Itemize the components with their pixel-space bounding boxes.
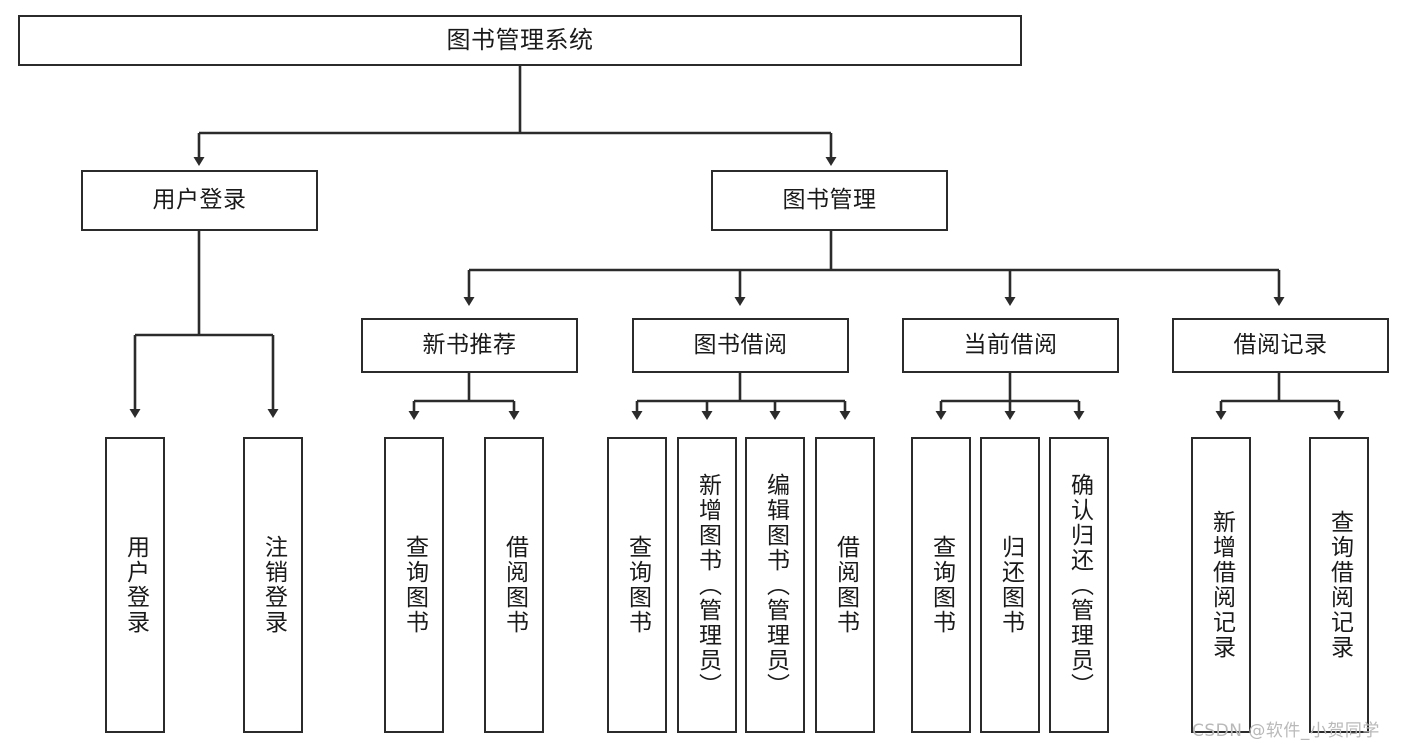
node-leaf-user-login[interactable]: 用户登录 [105, 437, 165, 733]
node-leaf-add-record[interactable]: 新增借阅记录 [1191, 437, 1251, 733]
node-user-login[interactable]: 用户登录 [81, 170, 318, 231]
node-leaf-query-book-3-label: 查询图书 [928, 535, 955, 635]
node-current-borrow-label: 当前借阅 [963, 331, 1058, 358]
watermark: CSDN @软件_小贺同学 [1192, 721, 1380, 741]
node-leaf-logout-label: 注销登录 [260, 535, 287, 635]
node-leaf-logout[interactable]: 注销登录 [243, 437, 303, 733]
node-leaf-confirm-return[interactable]: 确认归还（管理员） [1049, 437, 1109, 733]
node-leaf-query-book-2[interactable]: 查询图书 [607, 437, 667, 733]
node-book-borrow-label: 图书借阅 [693, 331, 788, 358]
node-leaf-query-book-3[interactable]: 查询图书 [911, 437, 971, 733]
node-root[interactable]: 图书管理系统 [18, 15, 1022, 66]
node-leaf-borrow-book-1[interactable]: 借阅图书 [484, 437, 544, 733]
node-leaf-edit-book-label: 编辑图书（管理员） [762, 472, 789, 698]
node-leaf-add-record-label: 新增借阅记录 [1208, 510, 1235, 660]
node-leaf-edit-book[interactable]: 编辑图书（管理员） [745, 437, 805, 733]
node-book-borrow[interactable]: 图书借阅 [632, 318, 849, 373]
node-leaf-query-book-1-label: 查询图书 [401, 535, 428, 635]
node-user-login-label: 用户登录 [152, 186, 247, 213]
node-leaf-add-book-label: 新增图书（管理员） [694, 472, 721, 698]
node-root-label: 图书管理系统 [446, 26, 594, 55]
node-leaf-return-book[interactable]: 归还图书 [980, 437, 1040, 733]
node-book-management-label: 图书管理 [782, 186, 877, 213]
node-leaf-add-book[interactable]: 新增图书（管理员） [677, 437, 737, 733]
node-book-management[interactable]: 图书管理 [711, 170, 948, 231]
node-new-book-recommend-label: 新书推荐 [422, 331, 517, 358]
node-leaf-borrow-book-2[interactable]: 借阅图书 [815, 437, 875, 733]
node-borrow-record[interactable]: 借阅记录 [1172, 318, 1389, 373]
node-leaf-borrow-book-1-label: 借阅图书 [501, 535, 528, 635]
node-leaf-borrow-book-2-label: 借阅图书 [832, 535, 859, 635]
node-leaf-user-login-label: 用户登录 [122, 535, 149, 635]
node-new-book-recommend[interactable]: 新书推荐 [361, 318, 578, 373]
node-leaf-query-book-1[interactable]: 查询图书 [384, 437, 444, 733]
node-leaf-query-book-2-label: 查询图书 [624, 535, 651, 635]
node-leaf-query-record[interactable]: 查询借阅记录 [1309, 437, 1369, 733]
node-leaf-return-book-label: 归还图书 [997, 535, 1024, 635]
node-leaf-confirm-return-label: 确认归还（管理员） [1066, 472, 1093, 698]
node-leaf-query-record-label: 查询借阅记录 [1326, 510, 1353, 660]
node-borrow-record-label: 借阅记录 [1233, 331, 1328, 358]
node-current-borrow[interactable]: 当前借阅 [902, 318, 1119, 373]
